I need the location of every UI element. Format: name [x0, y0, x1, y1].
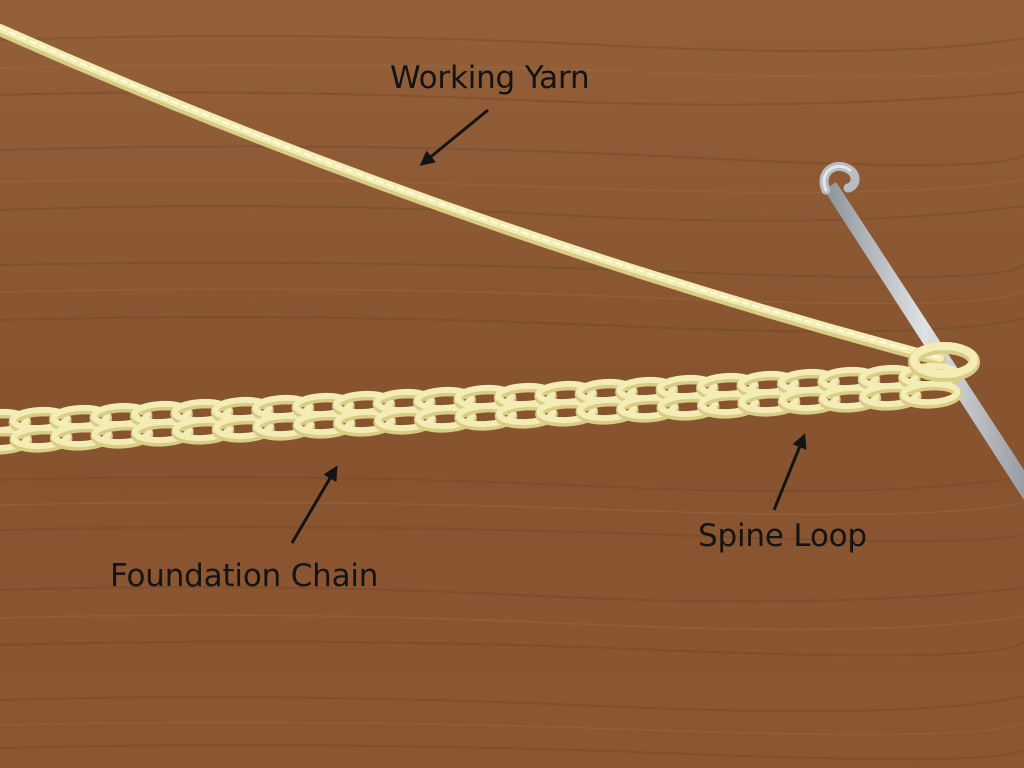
foundation-chain-label: Foundation Chain — [110, 558, 379, 594]
chain-stitch — [334, 408, 395, 434]
chain-stitch — [51, 422, 112, 448]
chain-stitch — [657, 392, 718, 418]
working-yarn — [0, 24, 946, 366]
chain-stitch — [536, 398, 597, 424]
loop-on-hook — [908, 342, 980, 382]
foundation-chain — [0, 362, 963, 455]
chain-stitch — [779, 386, 840, 412]
spine-loop-label: Spine Loop — [698, 518, 867, 554]
crochet-hook — [819, 161, 1024, 500]
chain-stitch — [576, 396, 637, 422]
spine-loop-arrow — [772, 433, 807, 511]
chain-stitch — [455, 402, 516, 428]
chain-stitch — [860, 382, 920, 408]
chain-stitch — [496, 400, 557, 426]
chain-stitch — [0, 408, 30, 434]
chain-stitch — [10, 424, 71, 450]
wood-grain-light — [0, 64, 1024, 736]
chain-stitch — [172, 416, 233, 442]
chain-stitch — [293, 410, 354, 436]
chain-stitch — [738, 388, 799, 414]
chain-stitch — [132, 418, 193, 444]
chain-stitch — [0, 426, 31, 452]
chain-stitch — [698, 390, 759, 416]
chain-stitch — [253, 412, 314, 438]
chain-stitch — [900, 380, 961, 406]
chain-stitch — [213, 414, 274, 440]
foundation-chain-arrow — [290, 465, 338, 544]
chain-stitch — [374, 406, 435, 432]
wood-grain — [0, 35, 1024, 761]
working-yarn-label: Working Yarn — [390, 60, 590, 96]
chain-stitch — [617, 394, 678, 420]
chain-stitch — [91, 420, 152, 446]
chain-stitch — [819, 384, 880, 410]
chain-stitch — [415, 404, 476, 430]
working-yarn-arrow — [419, 108, 489, 166]
